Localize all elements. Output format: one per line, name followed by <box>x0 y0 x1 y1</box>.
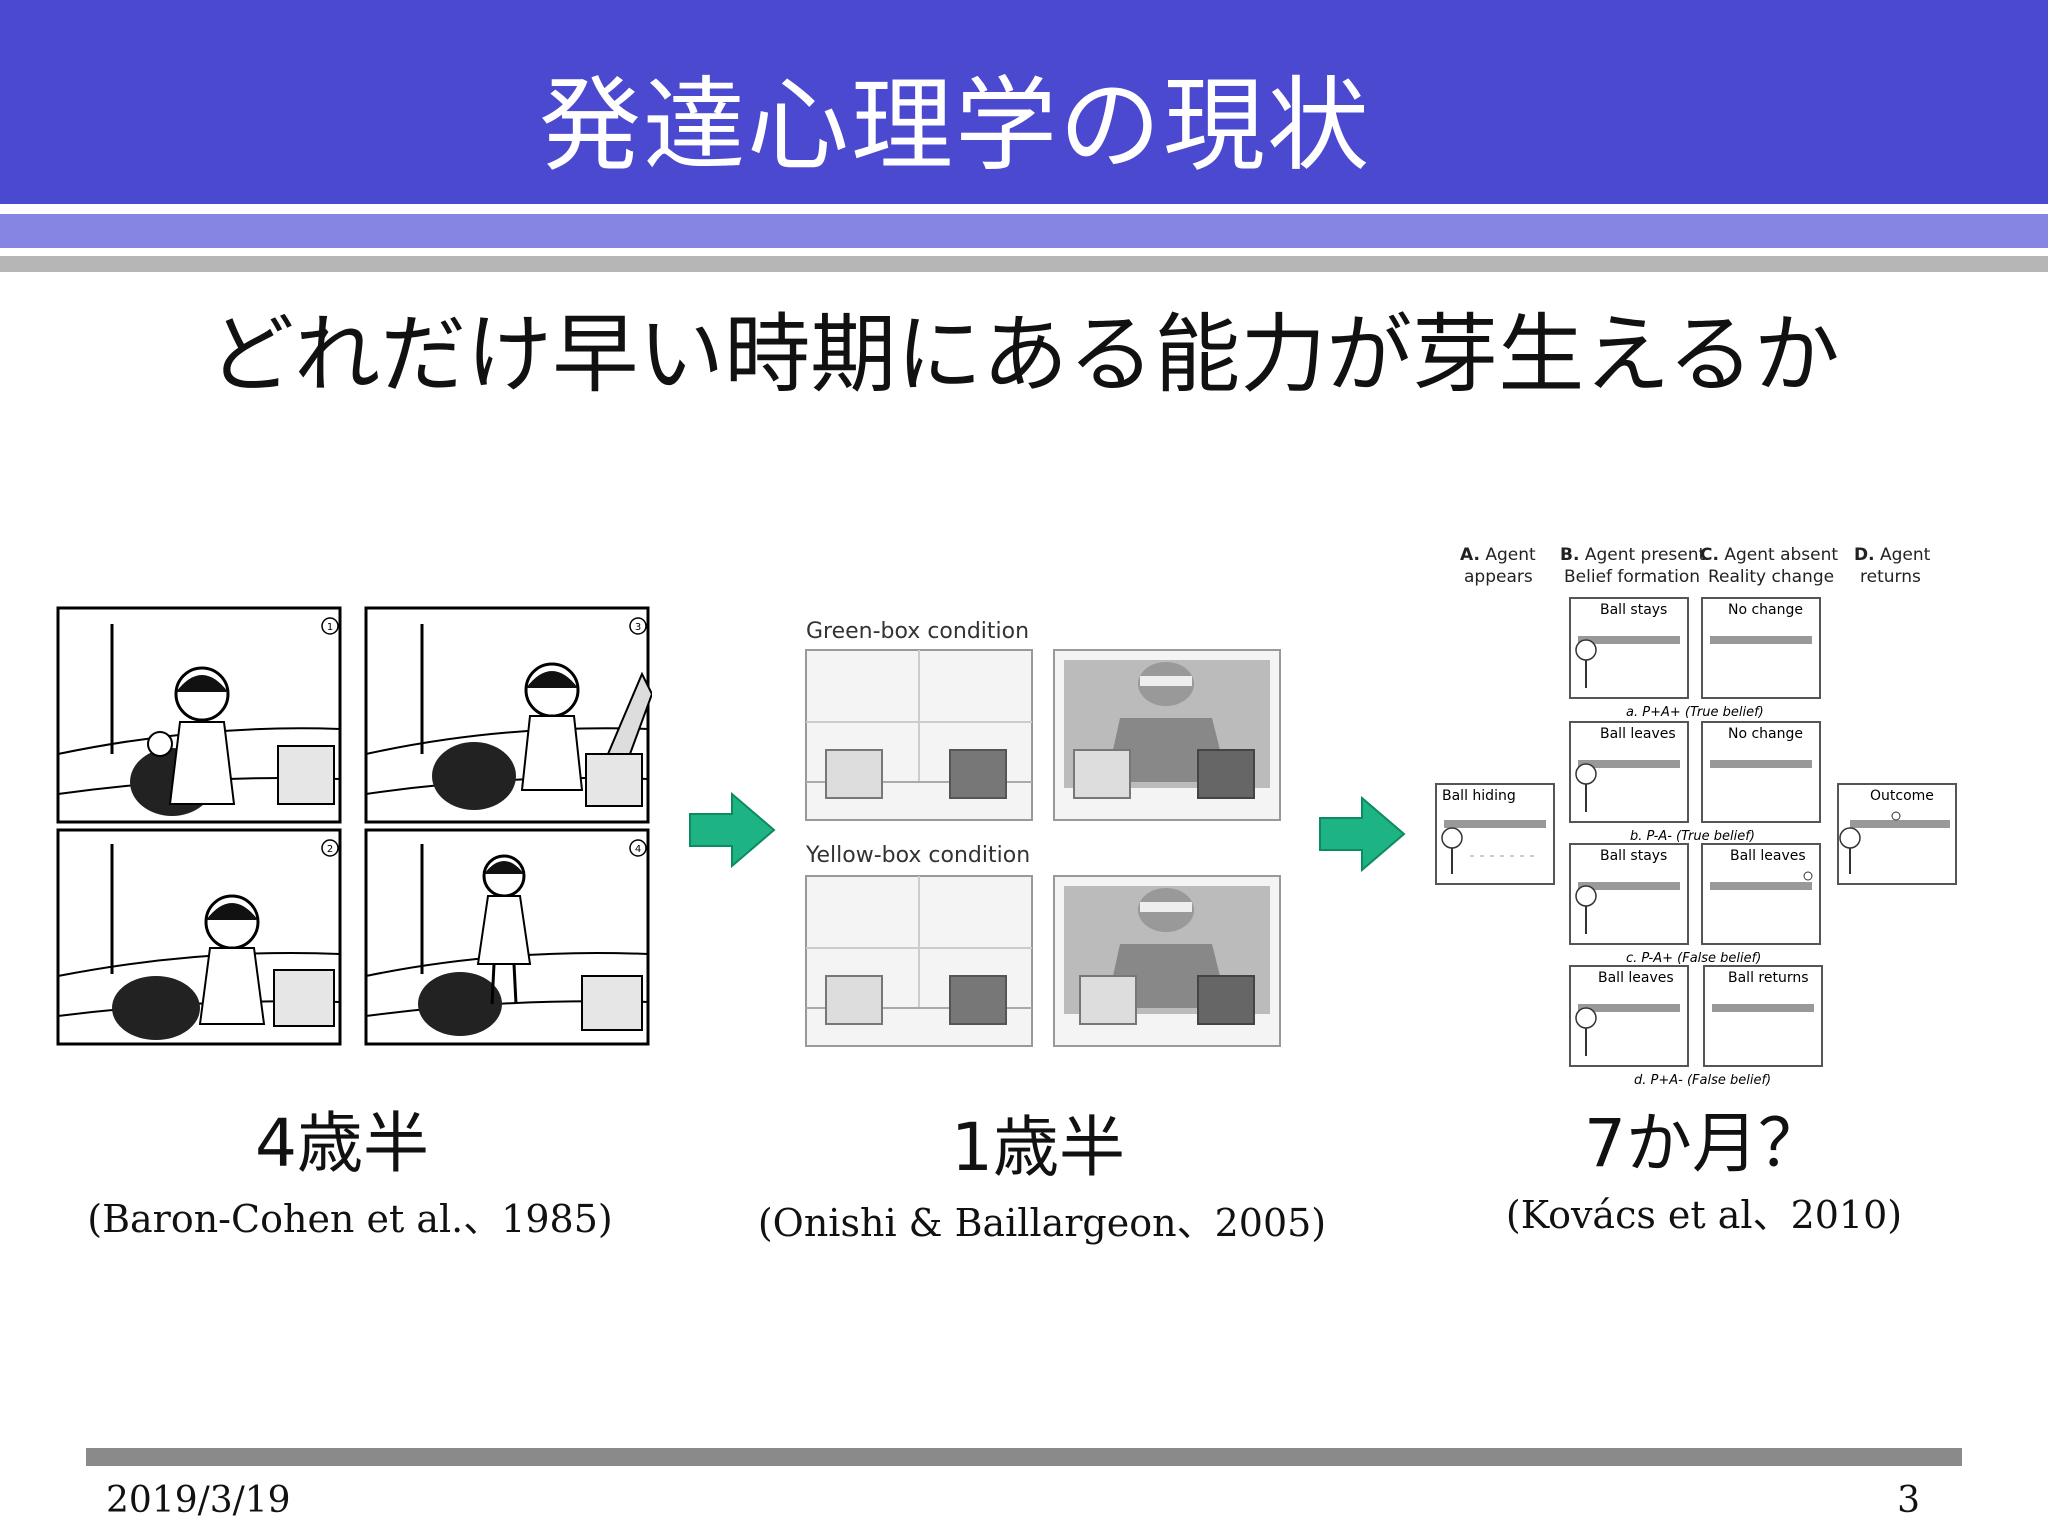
svg-text:d. P+A- (False belief): d. P+A- (False belief) <box>1634 1073 1771 1088</box>
page-number: 3 <box>1897 1480 1920 1521</box>
kovacs-row-d: Ball leaves Ball returns d. P+A- (False … <box>1569 965 1823 1088</box>
header-stripe <box>0 214 2048 248</box>
yellow-box-label: Yellow-box condition <box>805 843 1030 868</box>
kovacs-figure: A. Agent appears B. Agent present Belief… <box>1435 545 1957 1088</box>
kovacs-row-c: Ball stays Ball leaves c. P-A+ (False be… <box>1569 843 1821 966</box>
onishi-figure: Green-box condition Yellow-box condition <box>805 619 1281 1047</box>
arrow-right-icon <box>689 791 776 869</box>
comic-panel-4: 4 <box>364 828 650 1046</box>
citation-3: (Kovács et al、2010) <box>1505 1193 1903 1237</box>
comic-panel-1: 1 <box>56 606 342 824</box>
green-box-agent-stage <box>1053 649 1281 821</box>
svg-text:Ball stays: Ball stays <box>1600 848 1667 864</box>
svg-text:4: 4 <box>635 844 641 855</box>
svg-text:No change: No change <box>1728 602 1803 618</box>
svg-text:D. Agent: D. Agent <box>1854 545 1931 565</box>
comic-panel-2: 3 <box>364 606 652 824</box>
svg-text:A. Agent: A. Agent <box>1460 545 1536 565</box>
svg-text:C. Agent absent: C. Agent absent <box>1700 545 1838 565</box>
svg-text:B. Agent present: B. Agent present <box>1560 545 1706 565</box>
footer-date: 2019/3/19 <box>106 1480 291 1521</box>
footer-rule <box>86 1448 1962 1466</box>
green-box-empty-stage <box>805 649 1033 821</box>
svg-text:Ball hiding: Ball hiding <box>1442 788 1516 804</box>
svg-text:Outcome: Outcome <box>1870 788 1934 804</box>
slide-title: 発達心理学の現状 <box>539 67 1371 186</box>
svg-text:returns: returns <box>1860 567 1921 587</box>
slide-subtitle: どれだけ早い時期にある能力が芽生えるか <box>208 305 1840 405</box>
svg-text:Ball returns: Ball returns <box>1728 970 1809 986</box>
svg-text:2: 2 <box>327 844 333 855</box>
citation-1: (Baron-Cohen et al.、1985) <box>87 1197 613 1241</box>
header-rule <box>0 256 2048 272</box>
svg-text:Ball stays: Ball stays <box>1600 602 1667 618</box>
yellow-box-agent-stage <box>1053 875 1281 1047</box>
svg-text:Ball leaves: Ball leaves <box>1730 848 1806 864</box>
svg-text:Ball leaves: Ball leaves <box>1598 970 1674 986</box>
ball-hiding-panel: Ball hiding <box>1435 783 1555 885</box>
title-bar <box>0 0 2048 204</box>
svg-text:1: 1 <box>327 622 333 633</box>
yellow-box-empty-stage <box>805 875 1033 1047</box>
kovacs-row-a: Ball stays No change a. P+A+ (True belie… <box>1569 597 1821 720</box>
arrow-right-icon <box>1319 795 1406 873</box>
outcome-panel: Outcome <box>1837 783 1957 885</box>
age-label-1: 4歳半 <box>255 1105 429 1182</box>
svg-text:c. P-A+ (False belief): c. P-A+ (False belief) <box>1626 951 1761 966</box>
svg-text:3: 3 <box>635 622 641 633</box>
svg-text:appears: appears <box>1464 567 1533 587</box>
svg-text:Ball leaves: Ball leaves <box>1600 726 1676 742</box>
age-label-3: 7か月？ <box>1584 1105 1824 1182</box>
green-box-label: Green-box condition <box>806 619 1029 644</box>
svg-text:Belief formation: Belief formation <box>1564 567 1700 587</box>
sally-anne-comic: 1 3 2 <box>56 606 652 1046</box>
citation-2: (Onishi & Baillargeon、2005) <box>757 1201 1327 1245</box>
header-divider <box>0 204 2048 214</box>
svg-text:a. P+A+ (True belief): a. P+A+ (True belief) <box>1626 705 1764 720</box>
svg-text:Reality change: Reality change <box>1708 567 1834 587</box>
comic-panel-3: 2 <box>56 828 342 1046</box>
svg-text:No change: No change <box>1728 726 1803 742</box>
age-label-2: 1歳半 <box>951 1109 1125 1186</box>
svg-text:b. P-A- (True belief): b. P-A- (True belief) <box>1630 829 1755 844</box>
kovacs-row-b: Ball leaves No change b. P-A- (True beli… <box>1569 721 1821 844</box>
